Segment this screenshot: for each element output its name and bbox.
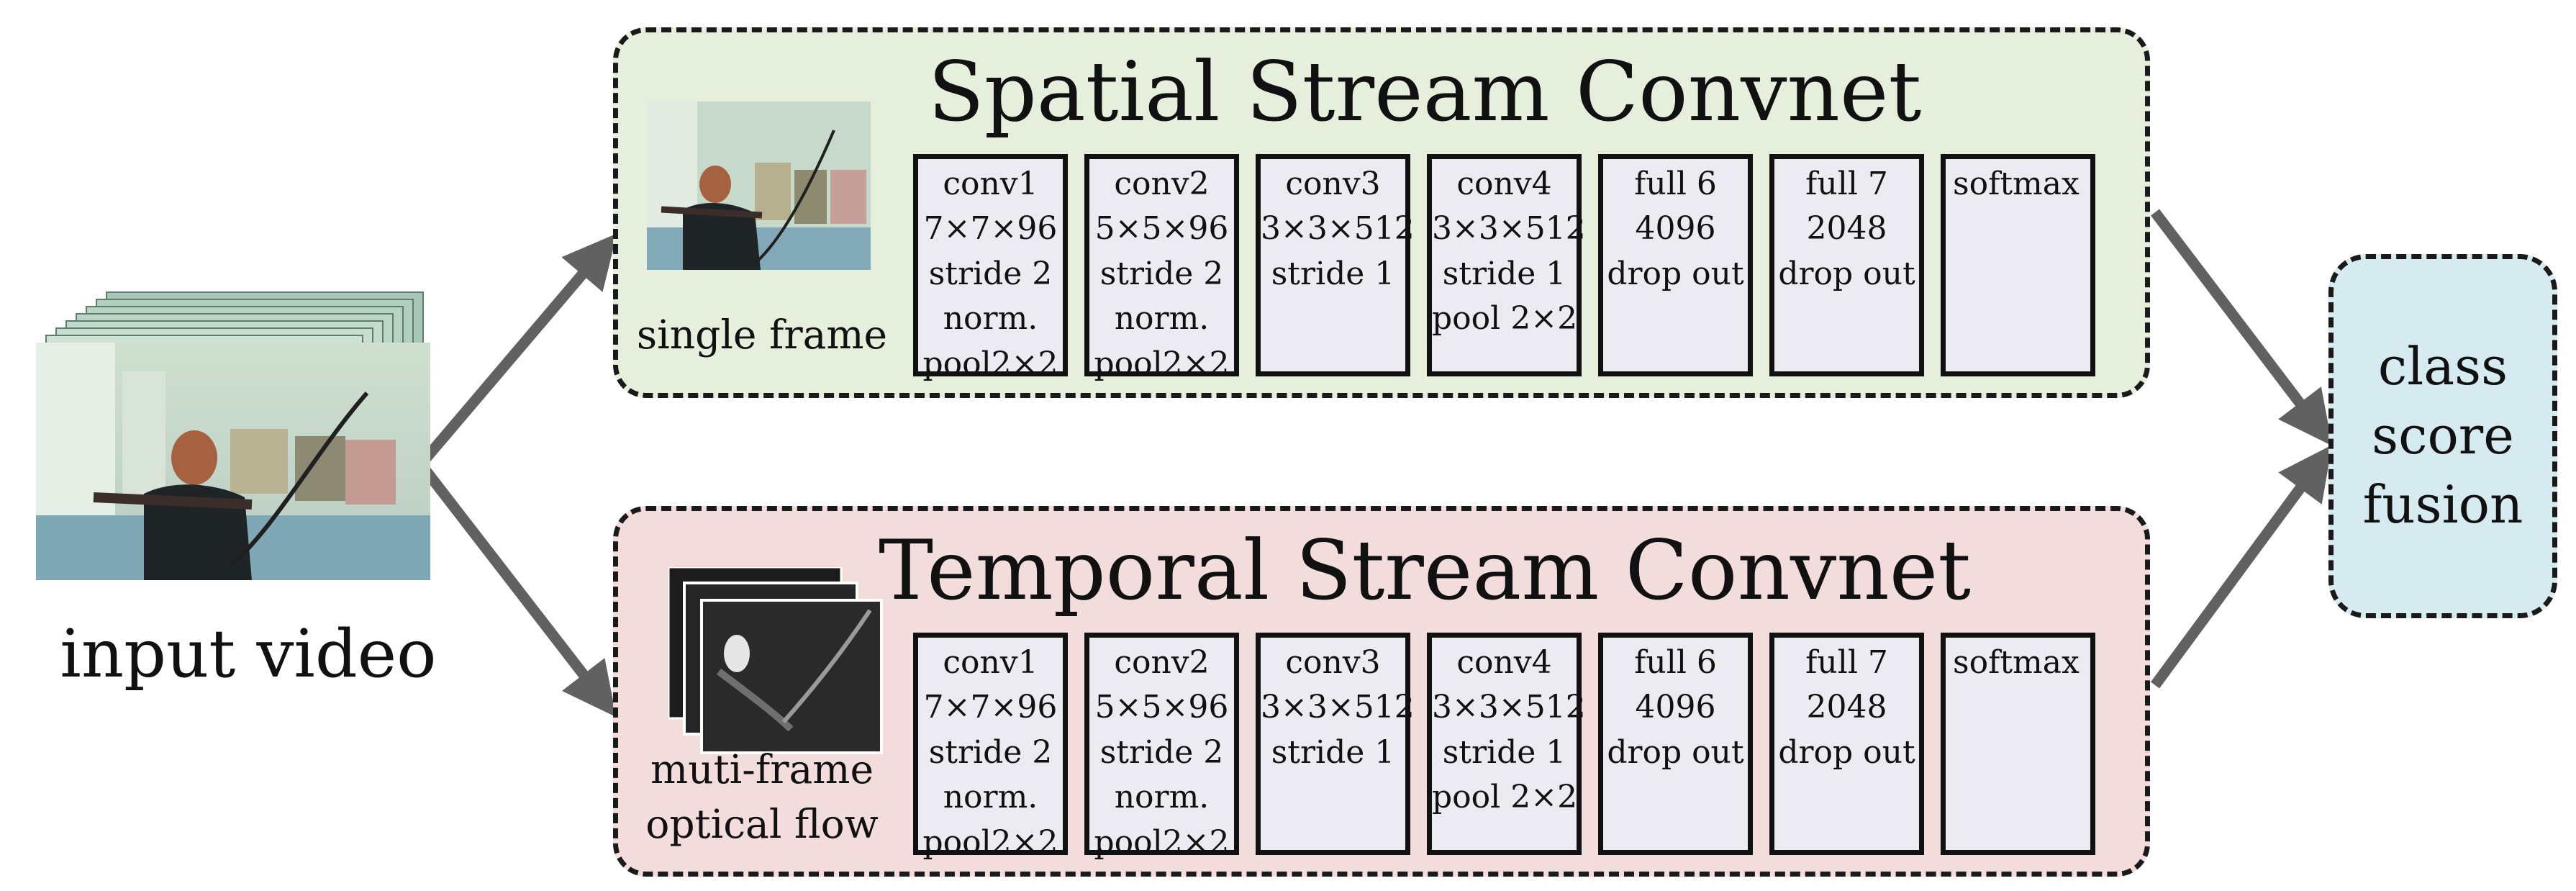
layer-line: stride 1 <box>1271 733 1395 771</box>
optical-flow-caption-line: muti-frame <box>650 746 874 792</box>
layer-line: stride 2 <box>928 733 1053 771</box>
spatial-layer-softmax: softmax <box>1941 154 2095 376</box>
temporal-layer-softmax: softmax <box>1941 633 2095 855</box>
fusion-line: score <box>2372 405 2514 466</box>
layer-line: 3×3×512 <box>1261 210 1415 248</box>
optical-flow-frames-image <box>668 567 883 754</box>
layer-line: pool2×2 <box>922 345 1058 382</box>
spatial-stream-title: Spatial Stream Convnet <box>928 44 1922 140</box>
layer-line: 4096 <box>1635 210 1716 248</box>
layer-line: 7×7×96 <box>923 689 1058 726</box>
arrow-input-to-spatial <box>417 233 617 468</box>
layer-line: full 7 <box>1805 644 1888 681</box>
optical-flow-caption-line: optical flow <box>645 800 879 847</box>
layer-line: softmax <box>1953 166 2080 202</box>
layer-line: full 6 <box>1634 644 1717 681</box>
layer-line: norm. <box>943 779 1038 816</box>
layer-line: conv4 <box>1456 644 1552 681</box>
temporal-layers: conv1 7×7×96 stride 2 norm. pool2×2 conv… <box>913 633 2095 861</box>
temporal-layer-full7: full 7 2048 drop out <box>1769 633 1924 855</box>
temporal-layer-conv2: conv2 5×5×96 stride 2 norm. pool2×2 <box>1084 633 1239 861</box>
temporal-stream-panel: Temporal Stream Convnet muti-frame optic… <box>613 506 2150 877</box>
layer-line: softmax <box>1953 644 2080 681</box>
layer-line: 3×3×512 <box>1432 210 1586 248</box>
layer-line: 2048 <box>1806 689 1887 726</box>
spatial-stream-panel: Spatial Stream Convnet single frame conv… <box>613 27 2150 398</box>
layer-line: pool2×2 <box>1094 823 1230 861</box>
spatial-layer-full6: full 6 4096 drop out <box>1598 154 1753 376</box>
layer-line: pool2×2 <box>1094 345 1230 382</box>
layer-line: norm. <box>943 300 1038 338</box>
single-frame-image <box>647 101 871 270</box>
layer-line: conv2 <box>1114 644 1210 681</box>
temporal-layer-conv3: conv3 3×3×512 stride 1 <box>1256 633 1415 855</box>
temporal-layer-full6: full 6 4096 drop out <box>1598 633 1753 855</box>
layer-line: full 7 <box>1805 166 1888 202</box>
layer-line: stride 2 <box>1099 255 1224 292</box>
layer-line: conv4 <box>1456 166 1552 202</box>
optical-flow-caption: muti-frame optical flow <box>625 743 899 852</box>
layer-line: 3×3×512 <box>1261 689 1415 726</box>
arrow-spatial-to-fusion <box>2151 209 2333 446</box>
layer-line: norm. <box>1114 779 1210 816</box>
layer-line: 5×5×96 <box>1094 689 1229 726</box>
layer-line: conv3 <box>1285 644 1381 681</box>
temporal-layer-conv1: conv1 7×7×96 stride 2 norm. pool2×2 <box>913 633 1068 861</box>
layer-line: stride 1 <box>1271 255 1395 292</box>
spatial-layer-conv2: conv2 5×5×96 stride 2 norm. pool2×2 <box>1084 154 1239 382</box>
layer-line: conv1 <box>943 644 1038 681</box>
spatial-layer-conv1: conv1 7×7×96 stride 2 norm. pool2×2 <box>913 154 1068 382</box>
layer-line: conv1 <box>943 166 1038 202</box>
layer-line: norm. <box>1114 300 1210 338</box>
layer-line: drop out <box>1778 733 1915 771</box>
input-video-frames-image <box>36 291 430 580</box>
layer-line: stride 1 <box>1442 733 1566 771</box>
layer-line: stride 2 <box>1099 733 1224 771</box>
layer-line: pool 2×2 <box>1432 779 1578 816</box>
layer-line: 4096 <box>1635 689 1716 726</box>
layer-line: 5×5×96 <box>1094 210 1229 248</box>
layer-line: drop out <box>1778 255 1915 292</box>
input-video-label: input video <box>60 615 437 692</box>
layer-line: stride 1 <box>1442 255 1566 292</box>
spatial-layers: conv1 7×7×96 stride 2 norm. pool2×2 conv… <box>913 154 2095 382</box>
arrow-temporal-to-fusion <box>2150 445 2333 689</box>
layer-line: pool2×2 <box>922 823 1058 861</box>
temporal-stream-title: Temporal Stream Convnet <box>878 523 1972 618</box>
layer-line: drop out <box>1607 255 1744 292</box>
layer-line: 3×3×512 <box>1432 689 1586 726</box>
layer-line: full 6 <box>1634 166 1717 202</box>
layer-line: 2048 <box>1806 210 1887 248</box>
layer-line: conv3 <box>1285 166 1381 202</box>
class-score-fusion-box: class score fusion <box>2328 254 2557 618</box>
single-frame-caption-line: single frame <box>636 312 888 358</box>
layer-line: conv2 <box>1114 166 1210 202</box>
spatial-layer-conv4: conv4 3×3×512 stride 1 pool 2×2 <box>1427 154 1586 376</box>
layer-line: pool 2×2 <box>1432 300 1578 338</box>
single-frame-caption: single frame <box>625 308 899 363</box>
layer-line: stride 2 <box>928 255 1053 292</box>
fusion-line: fusion <box>2362 474 2523 535</box>
spatial-layer-conv3: conv3 3×3×512 stride 1 <box>1256 154 1415 376</box>
spatial-layer-full7: full 7 2048 drop out <box>1769 154 1924 376</box>
fusion-line: class <box>2377 336 2508 397</box>
layer-line: 7×7×96 <box>923 210 1058 248</box>
layer-line: drop out <box>1607 733 1744 771</box>
temporal-layer-conv4: conv4 3×3×512 stride 1 pool 2×2 <box>1427 633 1586 855</box>
